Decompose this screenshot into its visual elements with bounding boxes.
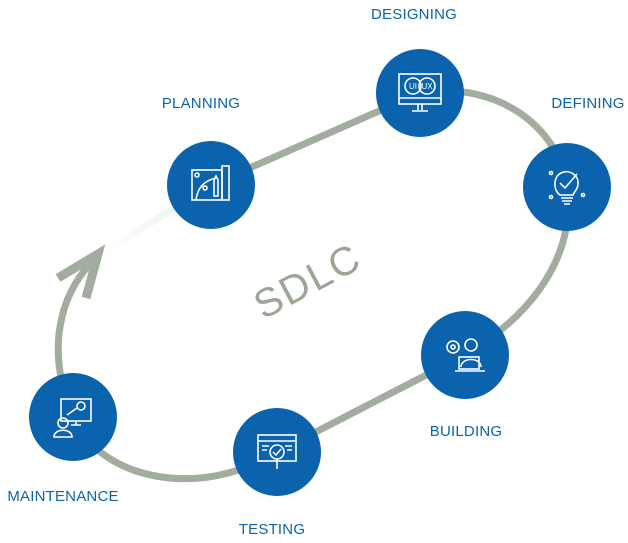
lightbulb-check-icon	[548, 170, 586, 205]
monitor-wrench-user-icon	[53, 398, 92, 438]
stage-designing: UI UX	[376, 49, 464, 137]
svg-text:UI: UI	[409, 82, 417, 91]
stage-testing	[233, 408, 321, 496]
ui-ux-monitor-icon: UI UX	[398, 73, 442, 112]
stage-building	[421, 311, 509, 399]
stage-label-planning: PLANNING	[161, 95, 241, 112]
stage-label-defining: DEFINING	[551, 95, 625, 112]
stage-label-maintenance: MAINTENANCE	[7, 488, 119, 505]
stage-planning	[167, 141, 255, 229]
cycle-arrowhead	[55, 244, 106, 300]
blueprint-icon	[191, 165, 230, 201]
stage-label-building: BUILDING	[429, 423, 503, 440]
browser-search-check-icon	[257, 434, 297, 469]
developer-laptop-icon	[446, 338, 485, 372]
stage-defining	[523, 143, 611, 231]
stage-label-testing: TESTING	[238, 521, 306, 538]
stage-maintenance	[29, 373, 117, 461]
stage-label-designing: DESIGNING	[371, 6, 457, 23]
svg-text:UX: UX	[421, 82, 433, 91]
